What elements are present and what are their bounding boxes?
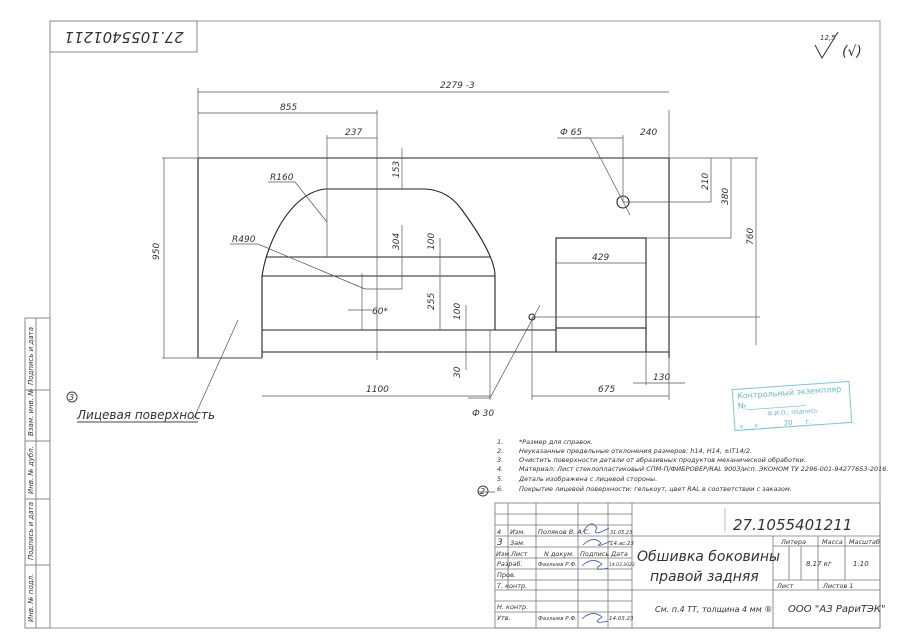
company-name: ООО "АЗ РариТЭК" (788, 604, 886, 615)
svg-text:3.: 3. (497, 456, 503, 464)
rotated-doc-number: 27.1055401211 (64, 28, 183, 46)
dim-240: 240 (640, 128, 657, 138)
svg-text:2.: 2. (497, 447, 503, 455)
title-block (494, 502, 881, 629)
svg-text:Лицевая поверхность: Лицевая поверхность (76, 408, 215, 422)
title-name-line1: Обшивка боковины (637, 549, 780, 565)
sheets-label: Листов 1 (822, 582, 853, 590)
dim-950: 950 (152, 243, 162, 260)
svg-text:Т. контр.: Т. контр. (497, 582, 527, 590)
svg-text:Неуказанные предельные отклоне: Неуказанные предельные отклонения размер… (519, 447, 752, 455)
svg-text:Материал: Лист стеклопластиков: Материал: Лист стеклопластиковый СПМ-П/Ф… (519, 465, 888, 473)
svg-text:Фазлыев Р.Ф.: Фазлыев Р.Ф. (538, 616, 577, 622)
svg-text:1.: 1. (497, 438, 503, 446)
svg-text:6.: 6. (497, 485, 503, 493)
svg-text:Инв. № дубл.: Инв. № дубл. (27, 446, 35, 494)
dim-255: 255 (427, 293, 437, 310)
dim-153: 153 (392, 161, 402, 178)
dim-1100: 1100 (366, 385, 389, 395)
svg-text:Инв. № подл.: Инв. № подл. (27, 574, 35, 622)
face-callout: 3 Лицевая поверхность (66, 391, 215, 423)
control-copy-stamp: Контрольный экземпляр №_______________ Ф… (731, 380, 853, 432)
svg-text:(√): (√) (842, 44, 862, 60)
title-name-line2: правой задняя (650, 569, 759, 585)
dim-855: 855 (280, 103, 297, 113)
dim-760: 760 (746, 228, 756, 245)
svg-text:3: 3 (69, 393, 74, 402)
dim-r160: R160 (270, 173, 294, 183)
signatures (581, 523, 612, 623)
svg-text:N докум.: N докум. (544, 550, 574, 558)
dim-hole-65: Ф 65 (560, 128, 582, 138)
side-stamp (24, 317, 51, 629)
dim-overall-width: 2279 -3 (440, 81, 475, 91)
svg-text:Изм.: Изм. (510, 528, 525, 536)
svg-text:Подпись и дата: Подпись и дата (27, 502, 35, 560)
dim-675: 675 (598, 385, 615, 395)
dim-100b: 100 (453, 303, 463, 320)
svg-text:14.03.23: 14.03.23 (609, 616, 634, 622)
svg-text:Подпись: Подпись (580, 550, 609, 558)
svg-text:3: 3 (497, 538, 503, 548)
technical-notes: 2 1. *Размер для справок. 2. Неуказанные… (477, 438, 888, 497)
side-stamp-labels: Подпись и дата Взам. инв. № Инв. № дубл.… (27, 327, 35, 622)
svg-text:Подпись и дата: Подпись и дата (27, 327, 35, 385)
svg-text:*Размер для справок.: *Размер для справок. (519, 438, 593, 446)
dim-100a: 100 (427, 233, 437, 250)
svg-text:Н. контр.: Н. контр. (497, 603, 528, 611)
title-doc-number: 27.1055401211 (733, 516, 852, 534)
dim-429: 429 (592, 253, 609, 263)
rotated-number-box (49, 20, 198, 53)
svg-text:4.: 4. (497, 465, 503, 473)
svg-text:4: 4 (497, 528, 501, 536)
dim-130: 130 (653, 373, 670, 383)
svg-text:Покрытие лицевой поверхности:: Покрытие лицевой поверхности: гелькоут, … (519, 485, 792, 493)
svg-text:Изм.: Изм. (496, 550, 511, 558)
dim-30: 30 (453, 366, 463, 378)
dim-r490: R490 (232, 235, 256, 245)
svg-text:Лист: Лист (510, 550, 528, 558)
scale-value: 1:10 (853, 560, 869, 568)
svg-text:Фазлыев Р.Ф.: Фазлыев Р.Ф. (538, 562, 577, 568)
scale-label: Масштаб (849, 538, 880, 546)
dim-hole-30: Ф 30 (472, 409, 494, 419)
svg-text:5.: 5. (497, 475, 503, 483)
svg-text:Пров.: Пров. (497, 571, 516, 579)
dim-210: 210 (701, 173, 711, 190)
svg-text:31.05.23: 31.05.23 (610, 530, 632, 536)
svg-text:Взам. инв. №: Взам. инв. № (27, 388, 35, 436)
svg-text:Утв.: Утв. (497, 614, 511, 622)
material-note: См. п.4 ТТ, толщина 4 мм ® (655, 605, 772, 614)
mass-value: 8.17 кг (806, 560, 832, 568)
drawing-frame (49, 20, 881, 629)
mass-label: Масса (822, 538, 843, 546)
svg-text:14.ас.23: 14.ас.23 (610, 541, 634, 547)
svg-text:Зам.: Зам. (510, 539, 525, 547)
dim-380: 380 (721, 188, 731, 205)
dim-304: 304 (392, 233, 402, 250)
svg-text:14.03.2023: 14.03.2023 (609, 562, 635, 568)
sheet-label: Лист (776, 582, 794, 590)
svg-text:Поляков В. А.С.: Поляков В. А.С. (538, 528, 590, 536)
dim-237: 237 (345, 128, 362, 138)
roughness-symbol: 12,5 (√) (814, 31, 862, 60)
svg-text:12,5: 12,5 (820, 34, 836, 42)
svg-text:Деталь изображена с лицевой ст: Деталь изображена с лицевой стороны. (518, 475, 657, 483)
svg-text:Очистить поверхности детали от: Очистить поверхности детали от абразивны… (519, 456, 806, 464)
svg-text:Разраб.: Разраб. (497, 560, 523, 568)
dim-60: 60* (372, 307, 388, 317)
svg-text:Дата: Дата (610, 550, 628, 558)
svg-text:2: 2 (480, 487, 485, 496)
litera-label: Литера (780, 538, 806, 546)
